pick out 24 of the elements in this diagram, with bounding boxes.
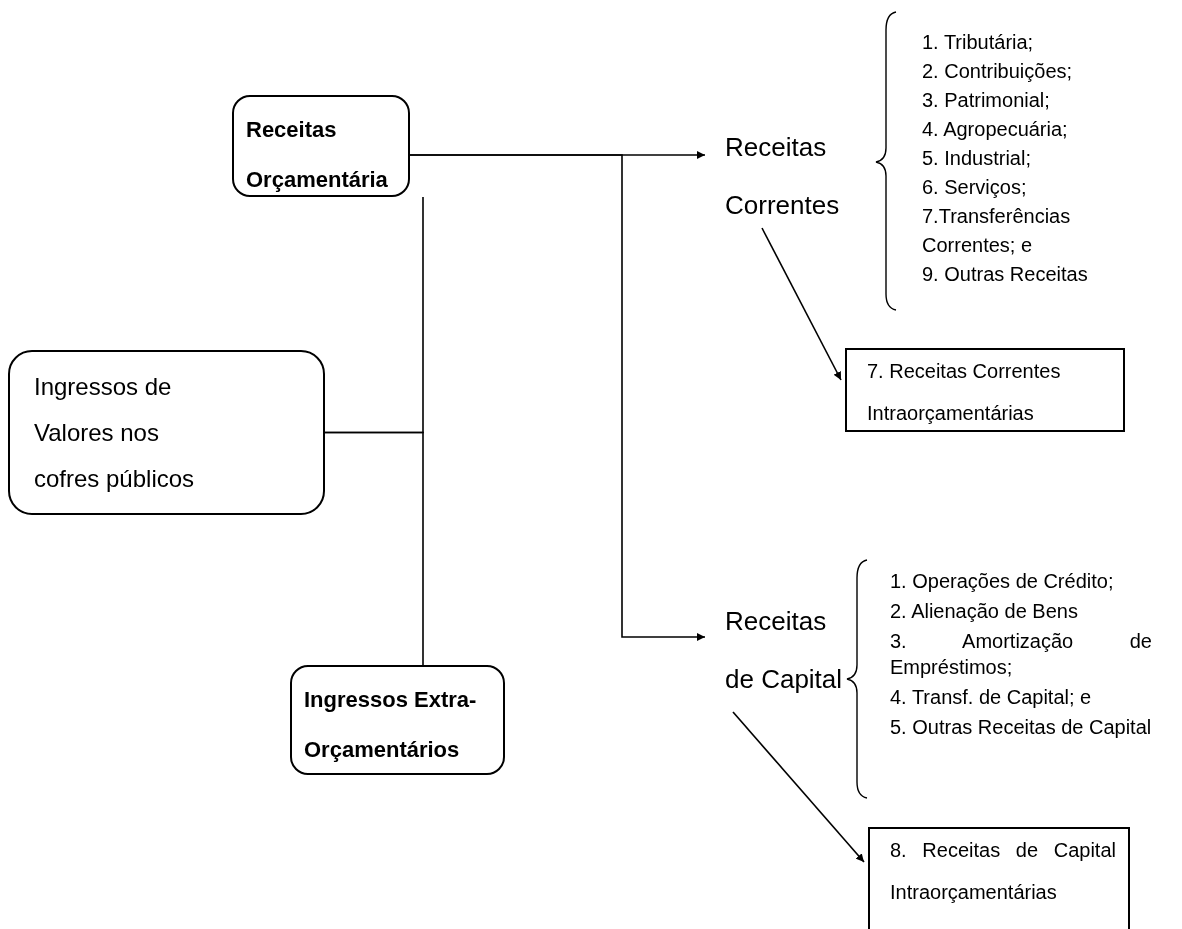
arrow — [409, 154, 706, 641]
connector-line — [324, 431, 424, 666]
list-item: 4. Agropecuária; — [922, 117, 1069, 142]
arrow — [732, 711, 865, 863]
list-item: 7.Transferências Correntes; e — [922, 204, 1072, 258]
arrow — [761, 227, 842, 381]
list-item: 1. Tributária; — [922, 30, 1035, 55]
list-item: 3. Amortização de Empréstimos; — [890, 629, 1152, 680]
process-box: Receitas Orçamentária — [232, 95, 410, 197]
list-item: 3. Patrimonial; — [922, 88, 1051, 113]
node-label: Receitas de Capital — [705, 592, 855, 704]
process-box: Ingressos Extra-Orçamentários — [290, 665, 505, 775]
list-item: 6. Serviços; — [922, 175, 1028, 200]
list-item: 4. Transf. de Capital; e — [890, 685, 1093, 710]
list-item: 2. Alienação de Bens — [890, 599, 1079, 624]
process-box: 7. Receitas Correntes Intraorçamentárias — [845, 348, 1125, 432]
list-item: 1. Operações de Crédito; — [890, 569, 1115, 594]
process-box: 8. Receitas de Capital Intraorçamentárias — [868, 827, 1130, 929]
list-item: 9. Outras Receitas — [922, 262, 1089, 287]
list-item: 5. Outras Receitas de Capital — [890, 715, 1152, 740]
list-item: 2. Contribuições; — [922, 59, 1074, 84]
process-box: Ingressos de Valores nos cofres públicos — [8, 350, 325, 515]
node-label: Receitas Correntes — [705, 118, 840, 228]
list-item: 5. Industrial; — [922, 146, 1032, 171]
